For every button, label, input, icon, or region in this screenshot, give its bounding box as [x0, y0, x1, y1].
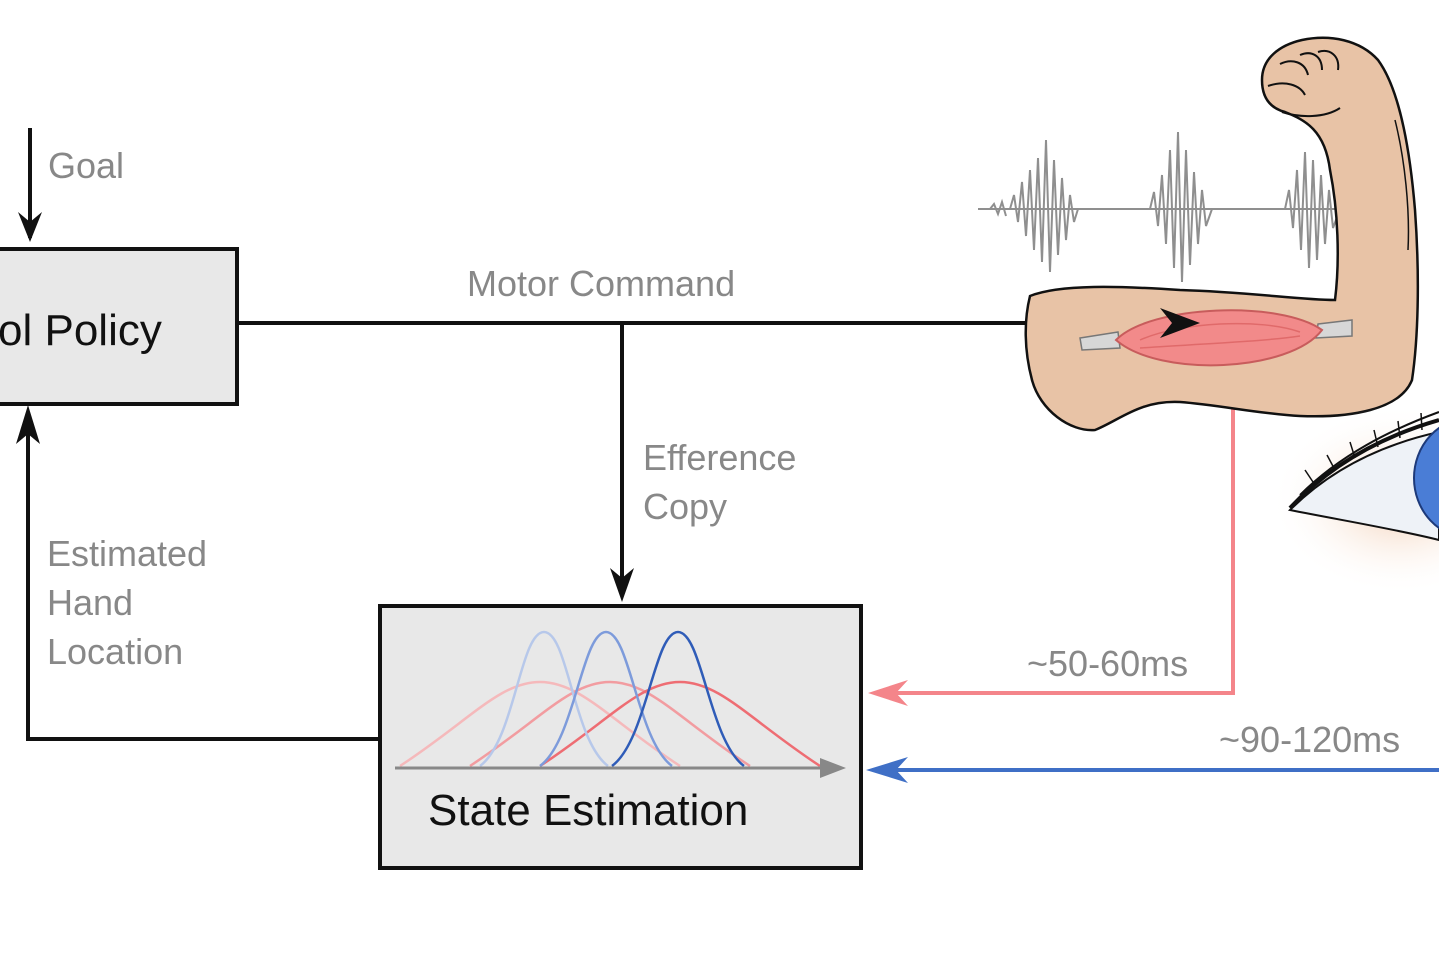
eye-icon [1270, 405, 1439, 595]
control-policy-label: ol Policy [0, 306, 162, 355]
gaussian-curves-illustration [395, 630, 846, 778]
emg-signal-icon [978, 131, 1350, 283]
efference-label-line1: Efference [643, 437, 796, 478]
visual-delay-label: ~90-120ms [1219, 719, 1400, 760]
proprio-delay-label: ~50-60ms [1027, 643, 1188, 684]
goal-arrow [18, 128, 42, 242]
estimated-location-arrow [16, 405, 380, 741]
estimated-label-line3: Location [47, 631, 183, 672]
estimated-label-line2: Hand [47, 582, 133, 623]
flexed-arm-icon [1024, 36, 1420, 432]
goal-label: Goal [48, 145, 124, 186]
efference-copy-arrow [610, 323, 634, 602]
motor-command-label: Motor Command [467, 263, 735, 304]
proprioceptive-feedback-arrow [868, 380, 1235, 706]
visual-feedback-arrow [866, 757, 1439, 783]
motor-command-arrowhead [1160, 308, 1200, 338]
efference-label-line2: Copy [643, 486, 727, 527]
control-policy-box [0, 247, 239, 406]
state-estimation-label: State Estimation [428, 786, 748, 835]
estimated-label-line1: Estimated [47, 533, 207, 574]
